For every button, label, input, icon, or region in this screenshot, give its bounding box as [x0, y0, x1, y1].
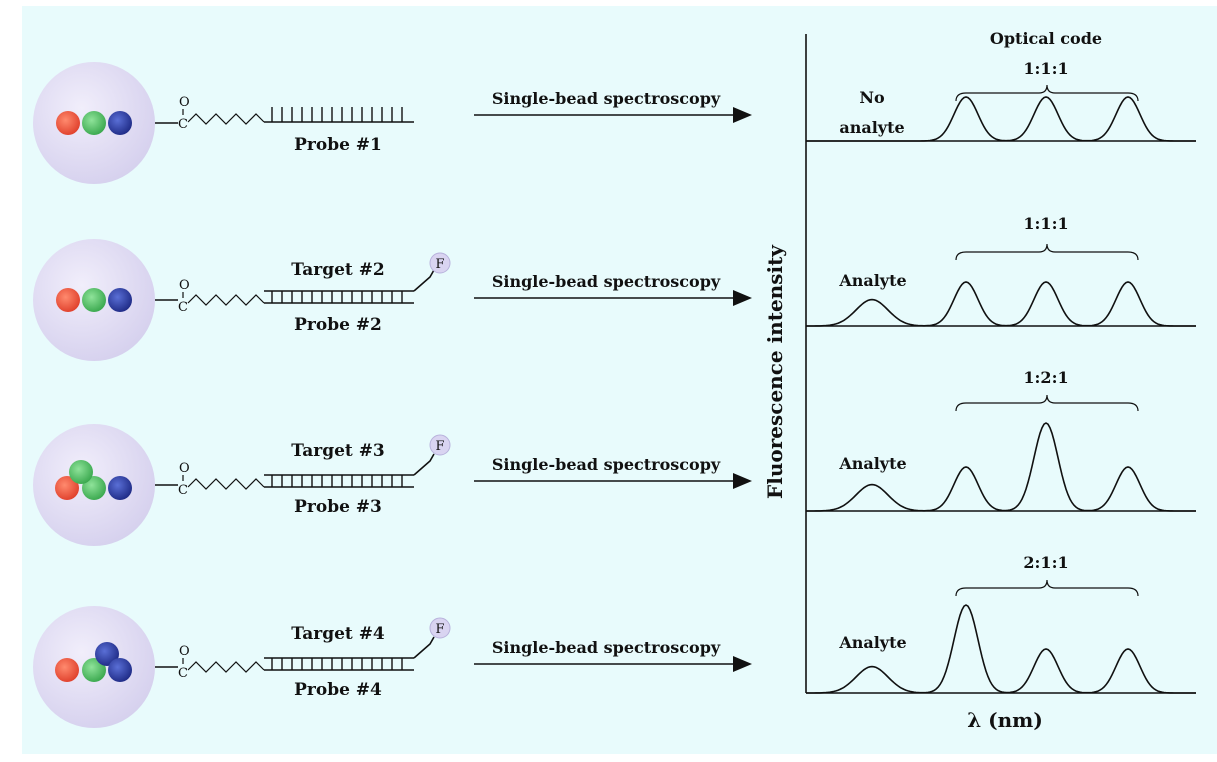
carbonyl-carbon-1: C [178, 117, 188, 132]
code-label-4: 2:1:1 [1023, 553, 1068, 572]
arrow-label-1: Single-bead spectroscopy [492, 89, 721, 108]
bead-dot-green [82, 111, 106, 135]
spectrum-2: 1:1:1 Analyte [806, 214, 1196, 327]
bead-2-dots [56, 288, 132, 312]
fluor-label-2: F [435, 257, 444, 272]
alkyl-chain-4 [187, 661, 265, 673]
optical-code-title: Optical code [990, 29, 1102, 48]
fluorophore-icon-2 [429, 252, 451, 274]
probe-label-3: Probe #3 [294, 497, 382, 517]
bead-dot-red [56, 288, 80, 312]
bead-dot-blue [108, 658, 132, 682]
carbonyl-oxygen-4: O [179, 644, 190, 659]
target-label-2: Target #2 [291, 260, 385, 280]
bead-dot-blue [108, 111, 132, 135]
spectrum-3: 1:2:1 Analyte [806, 368, 1196, 512]
carbonyl-carbon-3: C [178, 483, 188, 498]
bead-dot-red [55, 476, 79, 500]
row-2: O C F Target #2 Probe #2 Single-bead spe… [33, 239, 752, 361]
spectrum-label-1a: No [859, 88, 885, 107]
probe-label-1: Probe #1 [294, 135, 382, 155]
arrow-label-4: Single-bead spectroscopy [492, 638, 721, 657]
target-label-4: Target #4 [291, 624, 385, 644]
x-axis-label: λ (nm) [967, 708, 1043, 732]
code-bracket-2 [955, 243, 1139, 261]
diagram-background [22, 6, 1217, 754]
arrow-label-2: Single-bead spectroscopy [492, 272, 721, 291]
carbonyl-carbon-2: C [178, 300, 188, 315]
bead-3-dots [55, 460, 132, 500]
arrow-head-1 [733, 107, 752, 123]
probe-bases-1 [271, 107, 403, 122]
spectrum-curve-3 [806, 422, 1196, 512]
fluor-label-3: F [435, 439, 444, 454]
bead-dot-blue [108, 476, 132, 500]
row-1: O C Probe #1 Single-bead spectroscopy [33, 62, 752, 184]
bead-dot-blue [108, 288, 132, 312]
alkyl-chain-2 [187, 294, 265, 306]
spectrum-curve-1 [806, 96, 1196, 142]
bead-dot-green [82, 288, 106, 312]
fluorophore-icon-4 [429, 617, 451, 639]
probe-label-4: Probe #4 [294, 680, 382, 700]
spectrum-1: 1:1:1 No analyte [806, 59, 1196, 142]
arrow-head-3 [733, 473, 752, 489]
spectrum-curve-4 [806, 604, 1196, 694]
carbonyl-oxygen-2: O [179, 278, 190, 293]
alkyl-chain-1 [187, 113, 265, 125]
code-bracket-4 [955, 579, 1139, 597]
base-pairs-3 [271, 475, 403, 487]
y-axis-label: Fluorescence intensity [763, 244, 787, 499]
carbonyl-carbon-4: C [178, 666, 188, 681]
spectrum-label-2: Analyte [838, 271, 906, 290]
arrow-head-2 [733, 290, 752, 306]
carbonyl-oxygen-1: O [179, 95, 190, 110]
bead-4-dots [55, 642, 132, 682]
bead-dot-green [69, 460, 93, 484]
bead-dot-red [55, 658, 79, 682]
spectrum-label-1b: analyte [839, 118, 904, 137]
fluor-tether-4 [413, 636, 435, 659]
code-label-1: 1:1:1 [1023, 59, 1068, 78]
code-bracket-3 [955, 394, 1139, 412]
row-3: O C F Target #3 Probe #3 Single-bead spe… [33, 424, 752, 546]
spectrum-4: 2:1:1 Analyte [806, 553, 1196, 694]
spectrum-label-3: Analyte [838, 454, 906, 473]
spectra-panel: Fluorescence intensity λ (nm) Optical co… [763, 29, 1196, 732]
arrow-head-4 [733, 656, 752, 672]
spectrum-curve-2 [806, 281, 1196, 327]
probe-label-2: Probe #2 [294, 315, 382, 335]
fluor-tether-3 [413, 453, 435, 476]
alkyl-chain-3 [187, 478, 265, 490]
carbonyl-oxygen-3: O [179, 461, 190, 476]
fluor-tether-2 [413, 269, 435, 292]
bead-dot-green [82, 476, 106, 500]
bead-dot-green [82, 658, 106, 682]
target-label-3: Target #3 [291, 441, 385, 461]
arrow-label-3: Single-bead spectroscopy [492, 455, 721, 474]
fluorophore-icon-3 [429, 434, 451, 456]
code-label-3: 1:2:1 [1023, 368, 1068, 387]
bead-1-dots [56, 111, 132, 135]
code-label-2: 1:1:1 [1023, 214, 1068, 233]
fluor-label-4: F [435, 622, 444, 637]
row-4: O C F Target #4 Probe #4 Single-bead spe… [33, 606, 752, 728]
base-pairs-2 [271, 291, 403, 303]
base-pairs-4 [271, 658, 403, 670]
code-bracket-1 [955, 84, 1139, 102]
bead-dot-red [56, 111, 80, 135]
bead-dot-blue [95, 642, 119, 666]
spectrum-label-4: Analyte [838, 633, 906, 652]
